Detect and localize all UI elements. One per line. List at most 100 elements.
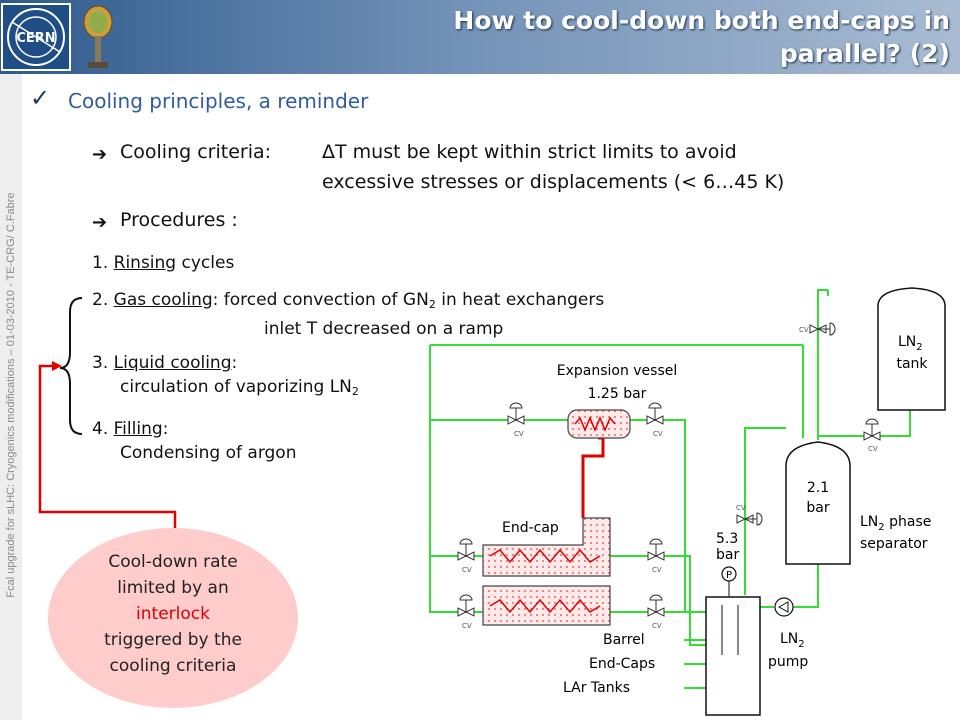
cern-logo-text: CERN (16, 31, 55, 46)
lar-tanks-label: LAr Tanks (563, 680, 630, 696)
control-valve: CV (646, 402, 664, 438)
valve-label: CV (514, 430, 524, 438)
procedure-rest: : (231, 353, 238, 373)
atlas-logo (80, 2, 116, 72)
valve-label: CV (652, 622, 662, 630)
criteria-line1: ΔT must be kept within strict limits to … (322, 141, 737, 163)
title-bar (0, 0, 960, 74)
endcaps-label: End-Caps (589, 656, 655, 672)
gas-line-tank-feed (818, 410, 911, 437)
valve-label: CV (736, 504, 746, 512)
control-valve: CV (647, 594, 665, 630)
procedures-brace (59, 297, 83, 435)
cryostat-pressure-value: 5.3 (716, 531, 738, 547)
valve-label: CV (868, 445, 878, 453)
interlock-connector-line (38, 364, 177, 528)
procedure-num: 1. (92, 253, 109, 273)
interlock-bubble (48, 528, 298, 708)
phase-separator-sub: 2 (878, 522, 884, 533)
procedure-rest: cycles (176, 253, 235, 273)
arrow-head-icon (52, 361, 62, 371)
page-title-line1: How to cool-down both end-caps in (453, 6, 950, 35)
arrow-right-icon: ➔ (92, 212, 108, 233)
endcap-label: End-cap (502, 520, 559, 536)
valve-label: CV (462, 566, 472, 574)
procedure-line2: circulation of vaporizing LN (120, 377, 352, 397)
bubble-line3: interlock (136, 604, 210, 624)
expansion-vessel-heater (574, 416, 616, 432)
valve-label: CV (653, 430, 663, 438)
procedure-sub: 2 (351, 385, 359, 398)
procedure-num: 2. (92, 290, 109, 310)
pump-label-sub: 2 (798, 639, 804, 650)
valve-label: CV (462, 622, 472, 630)
arrow-right-icon: ➔ (92, 144, 108, 165)
gas-line-vent (817, 289, 828, 440)
valve-label: CV (799, 326, 809, 334)
control-valve: CV (507, 402, 525, 438)
endcap-a-heater (489, 548, 601, 564)
pump-icon (774, 597, 794, 617)
page-title: How to cool-down both end-caps in parall… (310, 4, 950, 70)
endcap-a (482, 517, 611, 577)
control-valve: CV (457, 538, 475, 574)
interlock-bubble-text: Cool-down rate limited by an interlock t… (58, 549, 288, 679)
bubble-line5: cooling criteria (109, 656, 237, 676)
gas-line-left (429, 345, 483, 613)
phase-separator-vessel (785, 441, 851, 565)
procedures-label: Procedures : (120, 209, 238, 231)
gas-line-exp-out (630, 419, 706, 613)
ln2-tank-label: LN2 (898, 334, 923, 353)
barrel-label: Barrel (603, 632, 645, 648)
section-heading: Cooling principles, a reminder (68, 89, 369, 113)
criteria-label: Cooling criteria: (120, 141, 272, 163)
procedure-rest: : forced convection of GN (212, 290, 429, 310)
procedure-sub: 2 (428, 298, 436, 311)
criteria-text: ΔT must be kept within strict limits to … (322, 137, 784, 197)
procedure-name: Liquid cooling (113, 353, 232, 373)
procedure-rest2: in heat exchangers (435, 290, 605, 310)
expansion-vessel-body (567, 409, 631, 439)
phase-separator-label: LN2 phase (860, 514, 931, 533)
procedure-line2: Condensing of argon (120, 443, 297, 463)
procedure-rest: : (162, 419, 169, 439)
endcap-c (482, 585, 611, 626)
bubble-line1: Cool-down rate (108, 552, 238, 572)
procedure-name: Gas cooling (113, 290, 213, 310)
bubble-line4: triggered by the (104, 630, 242, 650)
expansion-vessel-label: Expansion vessel (557, 363, 678, 379)
criteria-line2: excessive stresses or displacements (< 6… (322, 171, 785, 193)
gas-line-pump-up (744, 427, 786, 595)
ln2-tank-ln: LN (898, 334, 916, 350)
procedure-num: 3. (92, 353, 109, 373)
cern-logo: CERN (0, 2, 72, 72)
bubble-line2: limited by an (117, 578, 229, 598)
pump-arrow-icon (777, 601, 789, 613)
control-valve: CV (457, 594, 475, 630)
procedure-name: Rinsing (113, 253, 177, 273)
control-valve: CV (647, 538, 665, 574)
endcap-c-heater (489, 598, 601, 614)
procedure-item-4: 4. Filling: Condensing of argon (92, 417, 296, 465)
ln2-tank (877, 287, 946, 411)
separator-pressure-value: 2.1 (807, 480, 829, 496)
procedure-name: Filling (113, 419, 163, 439)
ln2-tank-label-2: tank (896, 356, 928, 372)
phase-separator-ln: LN (860, 514, 878, 530)
cryostat-pressure-unit: bar (716, 547, 739, 563)
ln2-tank-sub: 2 (916, 342, 922, 353)
side-strip (0, 74, 22, 720)
pump-label: LN2 (780, 631, 805, 650)
cryostat (705, 596, 761, 716)
gas-line-sep-pump (793, 558, 819, 608)
separator-pressure-unit: bar (806, 500, 829, 516)
expansion-vessel-pressure: 1.25 bar (588, 386, 647, 402)
phase-separator-label-2: separator (860, 536, 928, 552)
pressure-gauge-label: P (726, 570, 732, 581)
pump-label-2: pump (768, 654, 808, 670)
phase-separator-phase: phase (885, 514, 932, 530)
procedure-item-1: 1. Rinsing cycles (92, 251, 234, 275)
procedure-item-3: 3. Liquid cooling: circulation of vapori… (92, 351, 359, 404)
